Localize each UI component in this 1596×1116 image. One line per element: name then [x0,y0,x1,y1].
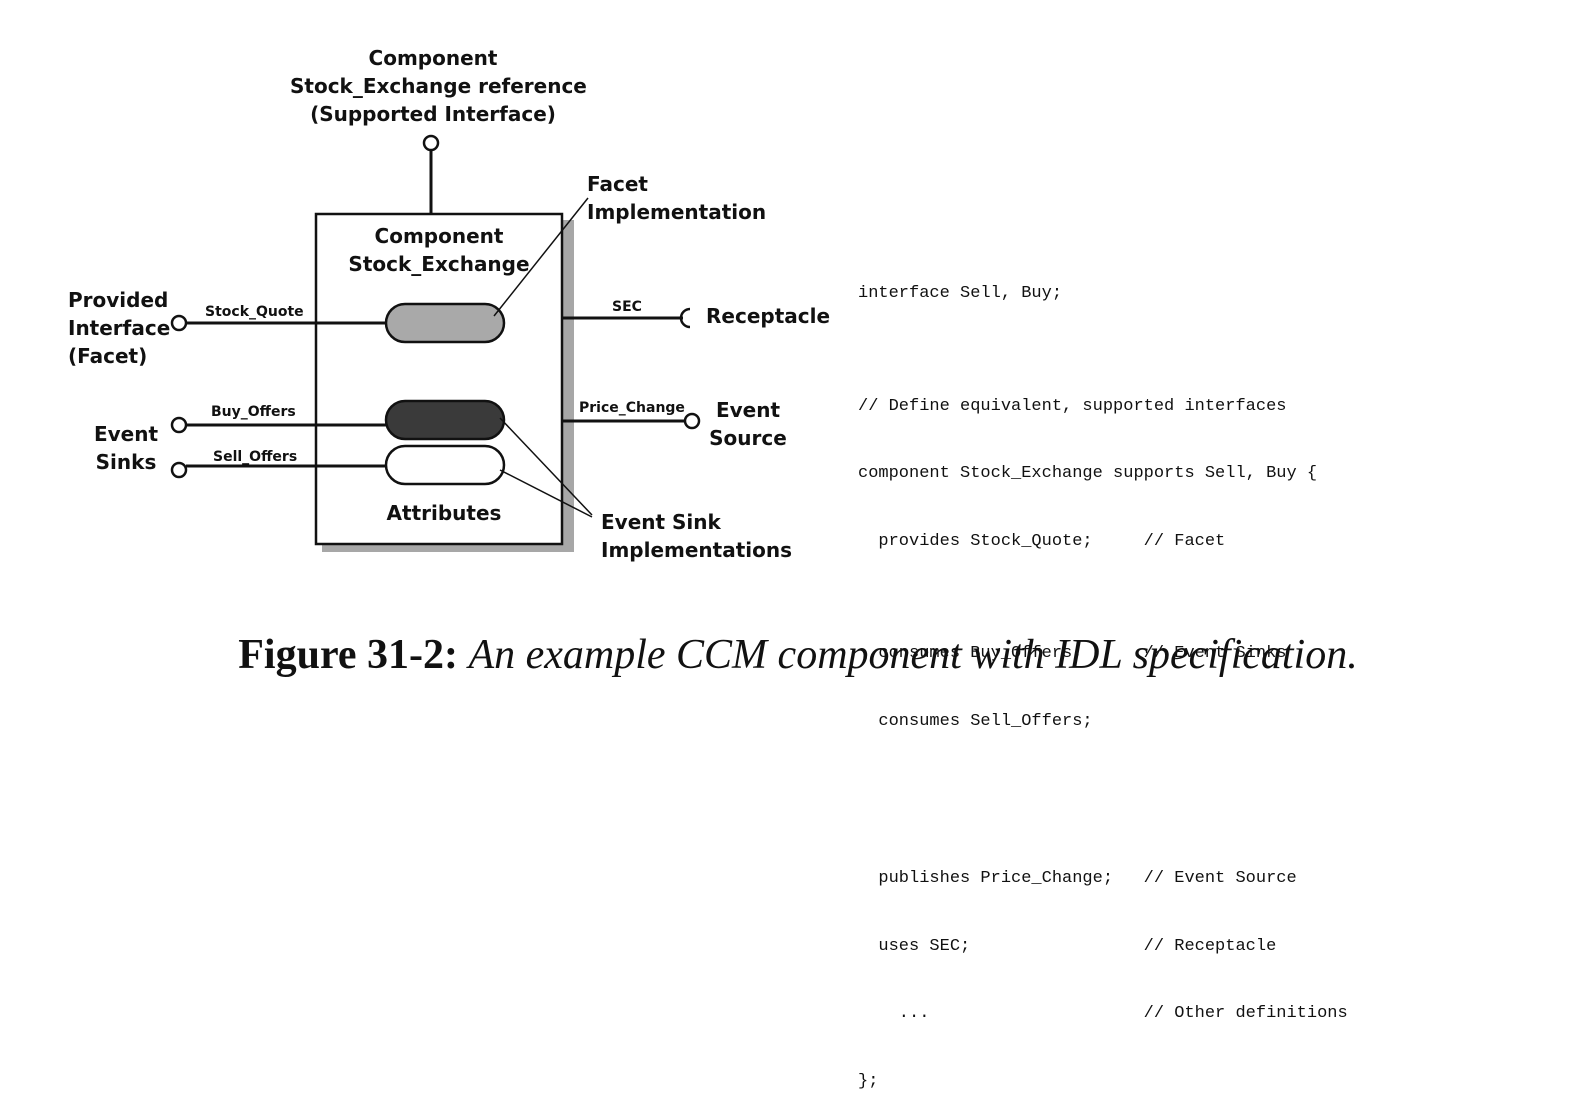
code-line-1: interface Sell, Buy; [858,284,1063,303]
code-line-14: }; [858,1071,879,1091]
buy-offers-sink-pill [384,399,506,441]
supported-interface-label: Component Stock_Exchange reference (Supp… [290,44,587,128]
provided-interface-label-line-2: Interface [68,316,171,340]
provided-interface-label-line-3: (Facet) [68,344,148,368]
facet-port [170,314,188,332]
sell-offers-port [170,461,188,479]
event-source-label-line-1: Event [715,398,781,422]
event-sink-implementations-label-line-1: Event Sink [601,510,721,534]
code-line-4: component Stock_Exchange supports Sell, … [858,464,1318,483]
component-title: Component Stock_Exchange [336,222,542,278]
sell-offers-label: Sell_Offers [213,449,298,465]
facet-implementation-pill [384,302,506,344]
provided-interface-label-line-1: Provided [68,288,169,312]
attributes-label: Attributes [386,501,502,525]
code-line-13: ... // Other definitions [858,1004,1348,1023]
figure-caption-label: Figure 31-2: [238,632,458,678]
event-sink-implementations-label: Event Sink Implementations [601,508,792,564]
provided-interface-label: Provided Interface (Facet) [68,286,170,370]
price-change-label: Price_Change [579,400,685,416]
supported-interface-label-line-1: Component [368,46,498,70]
event-sinks-label: Event Sinks [88,420,164,476]
event-source-port [683,412,701,430]
buy-offers-port [170,416,188,434]
supported-interface-label-line-2: Stock_Exchange reference [290,74,587,98]
stock-quote-label: Stock_Quote [205,304,304,320]
component-title-line-1: Component [374,224,504,248]
code-line-3: // Define equivalent, supported interfac… [858,396,1287,416]
component-title-line-2: Stock_Exchange [348,252,530,276]
receptacle-socket [679,307,691,329]
facet-implementation-pointer [493,197,589,317]
event-sink-pointer-1 [499,417,593,516]
code-line-8: consumes Sell_Offers; [858,711,1093,731]
event-sinks-label-line-1: Event [93,422,159,446]
code-line-12: uses SEC; // Receptacle [858,936,1277,956]
facet-implementation-label-line-2: Implementation [587,200,767,224]
event-source-label-line-2: Source [709,426,787,450]
ccm-component-diagram [170,134,701,552]
sec-label: SEC [612,299,642,315]
code-line-11: publishes Price_Change; // Event Source [858,869,1297,888]
figure-caption: Figure 31-2: An example CCM component wi… [0,630,1596,680]
supported-interface-port [422,134,440,152]
facet-implementation-label: Facet Implementation [587,170,766,226]
buy-offers-label: Buy_Offers [211,404,296,420]
figure-caption-text: An example CCM component with IDL specif… [468,632,1358,678]
event-sink-pointer-2 [499,469,593,518]
event-source-label: Event Source [706,396,790,452]
sell-offers-sink-pill [384,444,506,486]
event-sink-implementations-label-line-2: Implementations [601,538,793,562]
code-line-5: provides Stock_Quote; // Facet [858,531,1226,551]
supported-interface-label-line-3: (Supported Interface) [310,102,556,126]
receptacle-label: Receptacle [706,304,831,328]
code-line-7: consumes Buy_Offers; // Event Sinks [858,644,1287,663]
event-sinks-label-line-2: Sinks [95,450,157,474]
component-box [314,212,564,546]
facet-implementation-label-line-1: Facet [587,172,648,196]
